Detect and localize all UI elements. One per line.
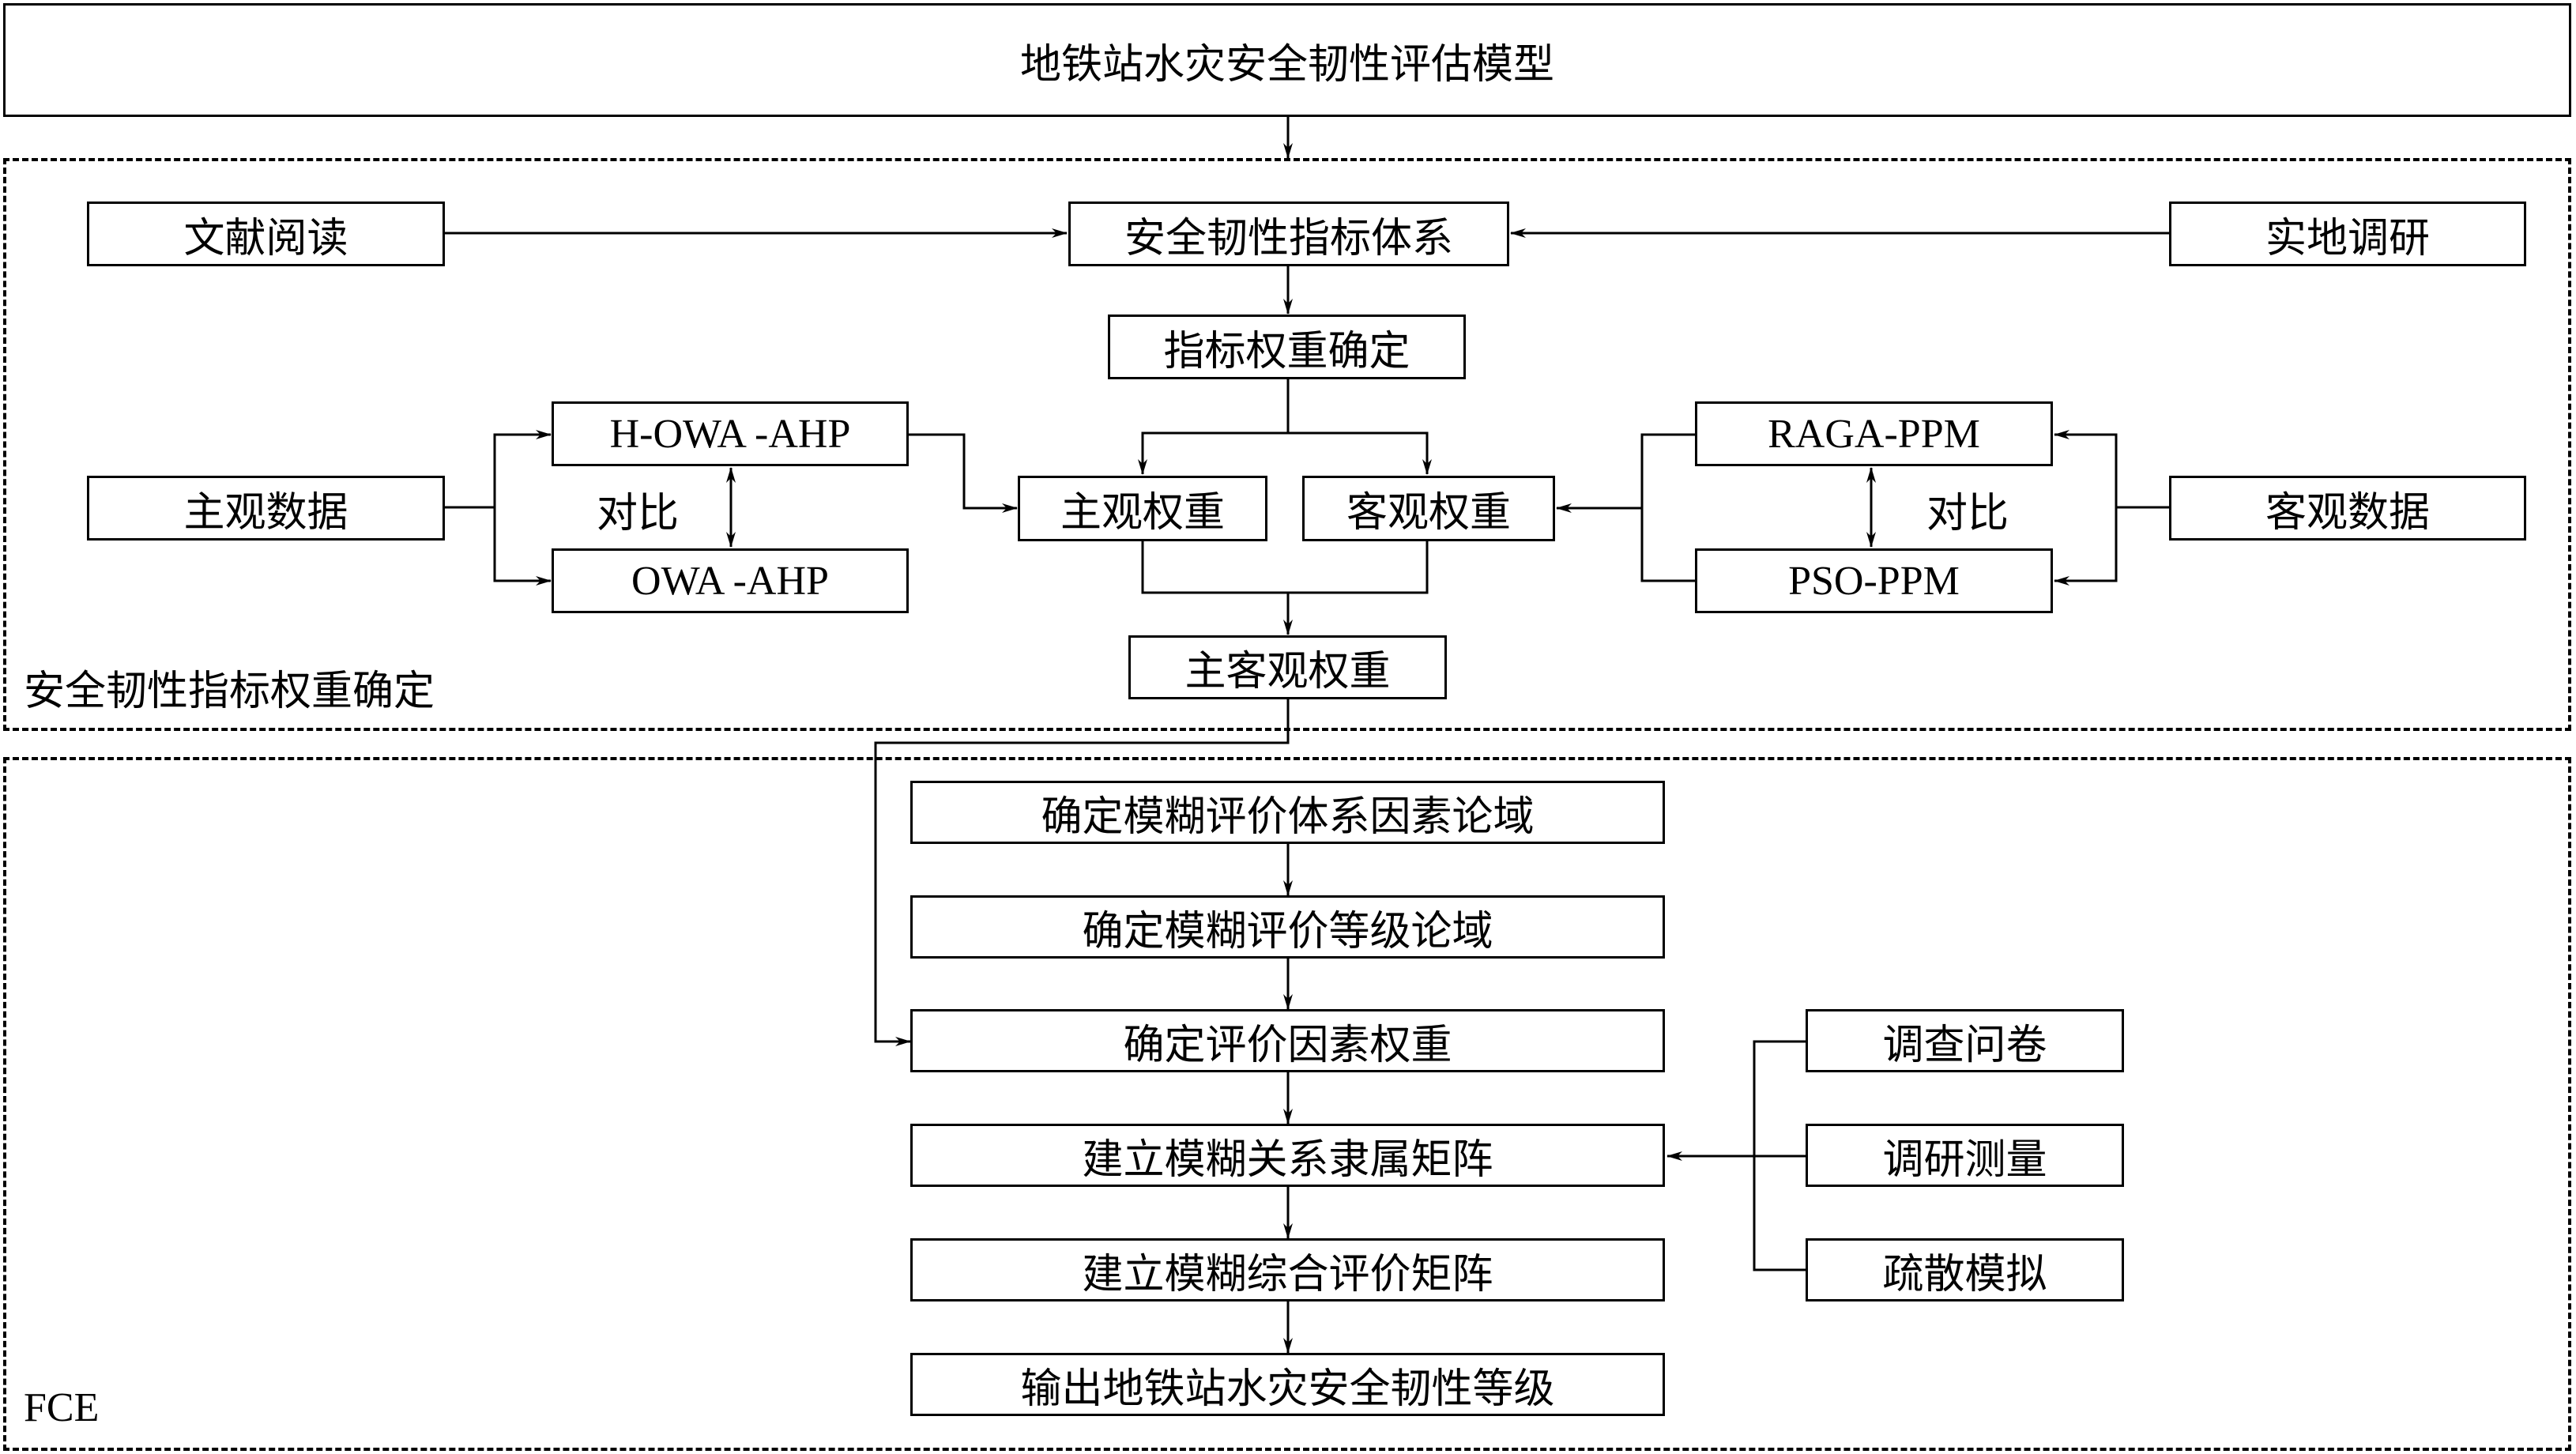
fce-step-factor-domain: 确定模糊评价体系因素论域: [910, 781, 1665, 844]
objective-data-box: 客观数据: [2169, 476, 2526, 541]
subjective-data-box: 主观数据: [87, 476, 445, 541]
combined-weight-box: 主客观权重: [1128, 635, 1447, 699]
source-measurement: 调研测量: [1806, 1124, 2124, 1187]
literature-box: 文献阅读: [87, 202, 445, 266]
field-survey-box: 实地调研: [2169, 202, 2526, 266]
weight-section-frame: [3, 158, 2571, 731]
raga-ppm-box: RAGA-PPM: [1695, 401, 2053, 466]
source-evacuation-simulation: 疏散模拟: [1806, 1238, 2124, 1301]
objective-weight-box: 客观权重: [1302, 476, 1555, 541]
fce-step-membership-matrix: 建立模糊关系隶属矩阵: [910, 1124, 1665, 1187]
fce-step-factor-weight: 确定评价因素权重: [910, 1009, 1665, 1072]
model-title-box: 地铁站水灾安全韧性评估模型: [3, 3, 2571, 117]
owa-ahp-box: OWA -AHP: [552, 548, 909, 613]
fce-section-frame: [3, 757, 2571, 1451]
pso-ppm-box: PSO-PPM: [1695, 548, 2053, 613]
source-questionnaire: 调查问卷: [1806, 1009, 2124, 1072]
fce-step-evaluation-matrix: 建立模糊综合评价矩阵: [910, 1238, 1665, 1301]
model-title: 地铁站水灾安全韧性评估模型: [1019, 40, 1554, 89]
weight-section-label: 安全韧性指标权重确定: [24, 657, 435, 717]
compare-left-label: 对比: [597, 490, 680, 537]
index-system-box: 安全韧性指标体系: [1068, 202, 1509, 266]
weight-determination-box: 指标权重确定: [1108, 315, 1466, 379]
fce-step-output-level: 输出地铁站水灾安全韧性等级: [910, 1353, 1665, 1416]
fce-step-grade-domain: 确定模糊评价等级论域: [910, 895, 1665, 959]
fce-section-label: FCE: [24, 1384, 100, 1431]
subjective-weight-box: 主观权重: [1018, 476, 1267, 541]
h-owa-ahp-box: H-OWA -AHP: [552, 401, 909, 466]
compare-right-label: 对比: [1926, 490, 2009, 537]
